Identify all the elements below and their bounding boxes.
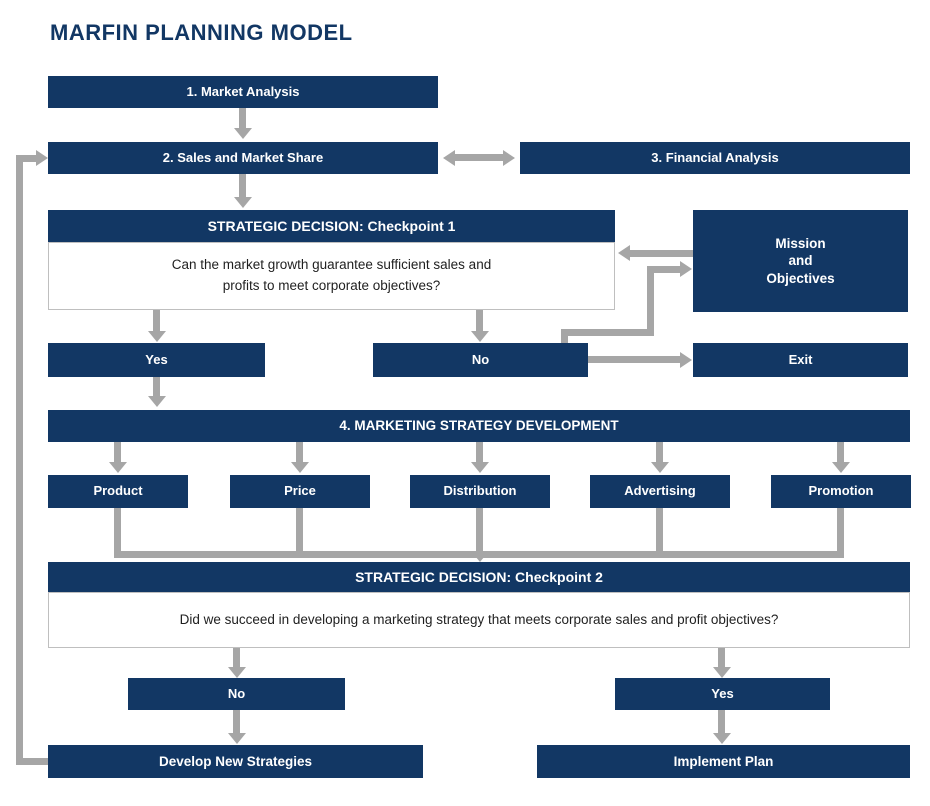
arrow-checkpoint2-to-no-head	[228, 667, 246, 678]
arrow-yes-to-implement-head	[713, 733, 731, 744]
arrow-connector-to-checkpoint2-head	[471, 551, 489, 562]
connector-product-stub	[114, 508, 121, 557]
loop-bottom-segment	[16, 758, 48, 765]
arrow-market-to-sales-shaft	[239, 108, 246, 128]
arrow-bar-to-advertising-head	[651, 462, 669, 473]
connector-distribution-stub	[476, 508, 483, 557]
mission-line2: and	[788, 253, 813, 269]
arrow-no-to-develop-shaft	[233, 710, 240, 734]
loop-arrow-head	[36, 150, 48, 166]
arrow-mission-to-checkpoint1-shaft	[630, 250, 693, 257]
node-yes-checkpoint2: Yes	[615, 678, 830, 710]
arrow-no-to-exit-shaft	[588, 356, 680, 363]
arrow-bar-to-distribution-shaft	[476, 442, 483, 463]
arrow-yes-to-marketing-shaft	[153, 377, 160, 397]
arrow-bar-to-promotion-shaft	[837, 442, 844, 463]
arrow-checkpoint2-to-no-shaft	[233, 648, 240, 668]
arrow-sales-financial-left-head	[443, 150, 455, 166]
arrow-bar-to-price-head	[291, 462, 309, 473]
checkpoint2-header: STRATEGIC DECISION: Checkpoint 2	[48, 562, 910, 592]
arrow-no-to-mission-seg3	[647, 266, 654, 336]
checkpoint2-body: Did we succeed in developing a marketing…	[48, 592, 910, 648]
arrow-market-to-sales-head	[234, 128, 252, 139]
arrow-sales-to-checkpoint1-head	[234, 197, 252, 208]
arrow-checkpoint2-to-yes-shaft	[718, 648, 725, 668]
arrow-no-to-exit-head	[680, 352, 692, 368]
loop-top-segment	[16, 155, 36, 162]
checkpoint2-question: Did we succeed in developing a marketing…	[179, 611, 779, 627]
arrow-bar-to-distribution-head	[471, 462, 489, 473]
connector-price-stub	[296, 508, 303, 557]
mission-line1: Mission	[775, 235, 826, 251]
arrow-sales-financial-right-head	[503, 150, 515, 166]
arrow-no-to-mission-seg2	[561, 329, 654, 336]
checkpoint1-question-line2: profits to meet corporate objectives?	[222, 278, 441, 293]
node-price: Price	[230, 475, 370, 508]
arrow-no-to-mission-seg1	[561, 329, 568, 343]
node-market-analysis: 1. Market Analysis	[48, 76, 438, 108]
arrow-checkpoint1-to-yes-shaft	[153, 310, 160, 332]
arrow-bar-to-price-shaft	[296, 442, 303, 463]
loop-vertical-segment	[16, 155, 23, 765]
node-marketing-strategy-development: 4. MARKETING STRATEGY DEVELOPMENT	[48, 410, 910, 442]
connector-promotion-stub	[837, 508, 844, 557]
checkpoint1-question-line1: Can the market growth guarantee sufficie…	[171, 257, 492, 273]
arrow-sales-financial-shaft	[455, 154, 503, 161]
node-exit: Exit	[693, 343, 908, 377]
connector-advertising-stub	[656, 508, 663, 557]
node-no-checkpoint2: No	[128, 678, 345, 710]
node-financial-analysis: 3. Financial Analysis	[520, 142, 910, 174]
node-mission-objectives: Mission and Objectives	[693, 210, 908, 312]
node-sales-market-share: 2. Sales and Market Share	[48, 142, 438, 174]
arrow-no-to-develop-head	[228, 733, 246, 744]
arrow-yes-to-implement-shaft	[718, 710, 725, 734]
arrow-bar-to-product-shaft	[114, 442, 121, 463]
arrow-checkpoint1-to-no-head	[471, 331, 489, 342]
arrow-checkpoint1-to-no-shaft	[476, 310, 483, 332]
arrow-yes-to-marketing-head	[148, 396, 166, 407]
checkpoint1-header: STRATEGIC DECISION: Checkpoint 1	[48, 210, 615, 242]
node-distribution: Distribution	[410, 475, 550, 508]
arrow-checkpoint2-to-yes-head	[713, 667, 731, 678]
arrow-sales-to-checkpoint1-shaft	[239, 174, 246, 198]
arrow-bar-to-advertising-shaft	[656, 442, 663, 463]
node-no-checkpoint1: No	[373, 343, 588, 377]
node-develop-new-strategies: Develop New Strategies	[48, 745, 423, 778]
node-yes-checkpoint1: Yes	[48, 343, 265, 377]
node-product: Product	[48, 475, 188, 508]
checkpoint1-body: Can the market growth guarantee sufficie…	[48, 242, 615, 310]
node-promotion: Promotion	[771, 475, 911, 508]
arrow-bar-to-product-head	[109, 462, 127, 473]
arrow-no-to-mission-seg4	[647, 266, 680, 273]
arrow-no-to-mission-head	[680, 261, 692, 277]
page-title: MARFIN PLANNING MODEL	[50, 20, 353, 45]
arrow-bar-to-promotion-head	[832, 462, 850, 473]
arrow-checkpoint1-to-yes-head	[148, 331, 166, 342]
node-advertising: Advertising	[590, 475, 730, 508]
node-implement-plan: Implement Plan	[537, 745, 910, 778]
arrow-mission-to-checkpoint1-head	[618, 245, 630, 261]
mission-line3: Objectives	[766, 270, 835, 286]
